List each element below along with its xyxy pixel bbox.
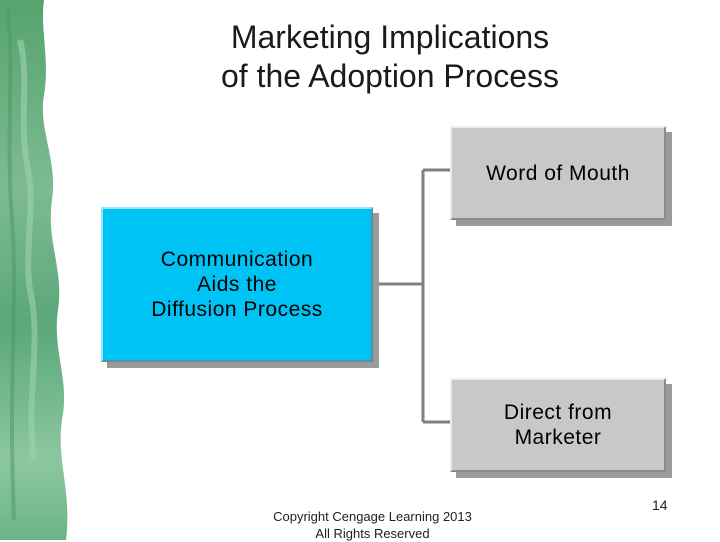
copyright-line: Copyright Cengage Learning 2013 — [250, 508, 495, 525]
communication-label: Communication Aids the Diffusion Process — [151, 247, 323, 322]
word-of-mouth-label: Word of Mouth — [486, 161, 630, 186]
copyright-footer: Copyright Cengage Learning 2013 All Righ… — [250, 508, 495, 542]
page-number: 14 — [652, 497, 668, 513]
direct-from-marketer-box: Direct from Marketer — [450, 378, 666, 472]
direct-from-marketer-label: Direct from Marketer — [504, 400, 612, 450]
communication-box: Communication Aids the Diffusion Process — [101, 207, 373, 362]
word-of-mouth-box: Word of Mouth — [450, 126, 666, 220]
rights-line: All Rights Reserved — [250, 525, 495, 542]
